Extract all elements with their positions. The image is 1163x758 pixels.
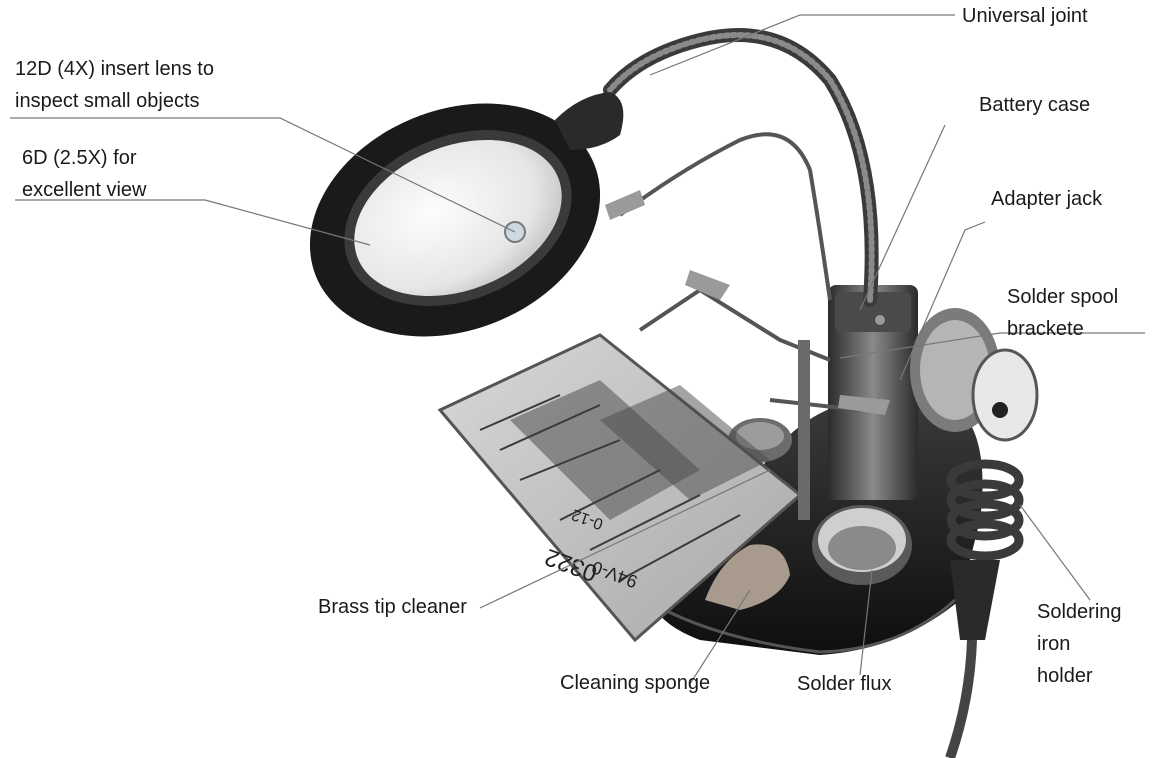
leader-adapter-jack <box>899 221 986 381</box>
label-solder-spool: Solder spool brackete <box>1007 286 1119 340</box>
soldering-iron-holder <box>946 459 1024 561</box>
cleaning-sponge <box>705 544 790 610</box>
magnifier-handle <box>555 92 624 150</box>
battery-case-top <box>835 292 911 332</box>
label-battery-case: Battery case <box>979 94 1091 116</box>
label-iron-holder: Soldering iron holder <box>1037 601 1122 687</box>
label-solder-flux: Solder flux <box>797 673 892 695</box>
label-insert-lens: 12D (4X) insert lens to inspect small ob… <box>15 58 214 112</box>
leader-solder-spool <box>839 332 1145 359</box>
gooseneck-arm <box>603 28 879 307</box>
universal-joint-knob <box>875 315 885 325</box>
leader-insert-lens <box>10 117 516 233</box>
solder-spool-axle <box>992 402 1008 418</box>
leader-iron-holder <box>1019 504 1091 601</box>
soldering-iron-cable <box>945 639 977 758</box>
leader-brass-tip <box>479 469 771 609</box>
solder-spool-flange <box>971 348 1039 442</box>
leader-battery-case <box>859 124 946 311</box>
leader-main-lens <box>15 199 371 246</box>
magnifier <box>309 92 624 337</box>
leader-flux <box>859 569 873 676</box>
label-cleaning-sponge: Cleaning sponge <box>560 672 711 694</box>
pcb-traces <box>479 394 741 581</box>
label-adapter-jack: Adapter jack <box>991 188 1103 210</box>
gooseneck-arm-ribs <box>607 32 875 303</box>
soldering-iron <box>950 560 1000 640</box>
pcb-board: 0322 94V-0 0-12 <box>437 333 803 643</box>
alligator-clips <box>605 190 890 415</box>
leader-lines <box>10 14 1145 685</box>
label-universal-joint: Universal joint <box>962 5 1088 27</box>
label-main-lens: 6D (2.5X) for excellent view <box>22 147 147 201</box>
leader-sponge <box>689 589 751 685</box>
base-plate-rim <box>654 598 957 654</box>
battery-case <box>828 285 918 500</box>
helping-hand-post <box>798 340 810 520</box>
label-brass-tip-cleaner: Brass tip cleaner <box>318 596 467 618</box>
solder-flux-dish-well <box>828 526 896 570</box>
leader-universal-joint <box>649 14 955 76</box>
